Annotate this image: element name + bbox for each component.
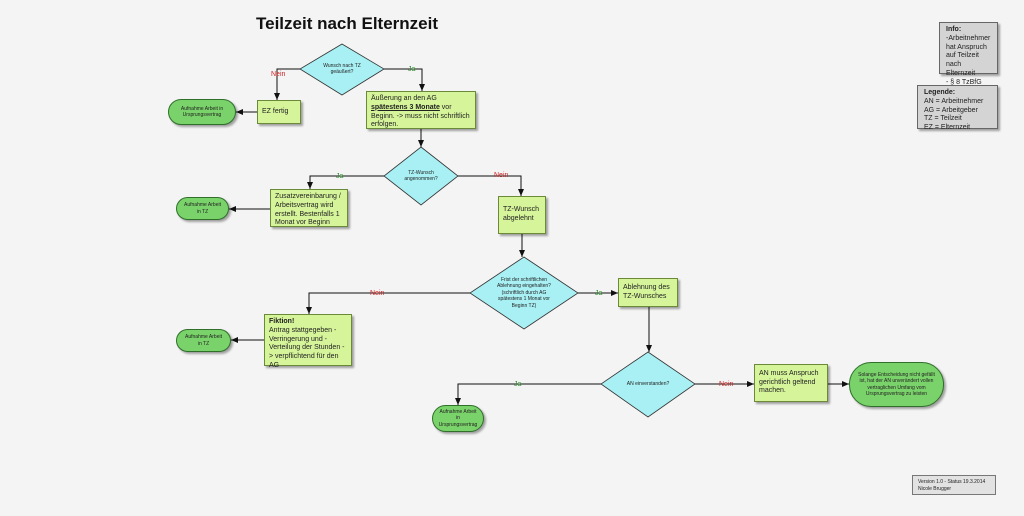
info-line: - § 8 TzBfG bbox=[946, 78, 982, 86]
edge-label-ja-d3: Ja bbox=[595, 290, 603, 297]
edge-label-nein-d4: Nein bbox=[719, 381, 734, 388]
edge-label-ja-d2: Ja bbox=[336, 173, 344, 180]
decision-text-frist: Frist der schriftlichen Ablehnung eingeh… bbox=[497, 276, 551, 309]
process-ez-fertig: EZ fertig bbox=[257, 100, 301, 124]
edge-label-ja-d4: Ja bbox=[514, 381, 522, 388]
process-ablehnung: Ablehnung des TZ-Wunsches bbox=[618, 278, 678, 307]
tz-abgelehnt-text: TZ-Wunsch abgelehnt bbox=[503, 206, 540, 222]
decision-text-angenommen: TZ-Wunsch angenommen? bbox=[404, 169, 438, 183]
info-heading: Info: bbox=[946, 26, 962, 33]
legend-line: TZ = Teilzeit bbox=[924, 115, 962, 123]
edge-d3-nein bbox=[306, 292, 470, 314]
process-fiktion: Fiktion! Antrag stattgegeben -Verringeru… bbox=[264, 314, 352, 369]
process-zusatzvereinbarung: Zusatzvereinbarung / Arbeitsvertrag wird… bbox=[270, 189, 348, 227]
version-box: Version 1.0 - Status 19.3.2014 Nicole Br… bbox=[912, 475, 996, 495]
ablehnung-text: Ablehnung des TZ-Wunsches bbox=[623, 283, 670, 300]
process-an-muss: AN muss Anspruch gerichtlich geltend mac… bbox=[754, 364, 828, 402]
fiktion-heading: Fiktion! bbox=[269, 318, 295, 325]
process-tz-abgelehnt: TZ-Wunsch abgelehnt bbox=[498, 196, 546, 234]
process-aeusserung: Äußerung an den AG spätestens 3 Monate v… bbox=[366, 91, 476, 129]
aeusserung-text: Äußerung an den AG bbox=[371, 95, 437, 102]
legend-line: AN = Arbeitnehmer bbox=[924, 97, 984, 105]
edge-d4-ja bbox=[455, 383, 601, 405]
decision-diamond-einverstanden bbox=[600, 351, 696, 418]
legend-line: AG = Arbeitgeber bbox=[924, 106, 978, 114]
decision-diamond-angenommen bbox=[383, 146, 459, 206]
decision-diamond-wunsch bbox=[299, 43, 385, 96]
legend-heading: Legende: bbox=[924, 89, 956, 96]
decision-diamond-frist bbox=[469, 256, 579, 330]
info-line: auf Teilzeit bbox=[946, 52, 979, 60]
terminal-ursprungsvertrag-1: Aufnahme Arbeit in Ursprungsvertrag bbox=[168, 99, 236, 125]
info-box: Info: -Arbeitnehmer hat Anspruch auf Tei… bbox=[939, 22, 998, 86]
fiktion-text: Antrag stattgegeben -Verringerung und - … bbox=[269, 326, 345, 369]
aeusserung-rest: vor Beginn. -> muss nicht schriftlich er… bbox=[371, 103, 470, 129]
aeusserung-deadline: spätestens 3 Monate bbox=[371, 103, 440, 111]
zusatz-text: Zusatzvereinbarung / Arbeitsvertrag wird… bbox=[275, 193, 341, 227]
decision-text-wunsch: Wunsch nach TZ geäußert? bbox=[323, 62, 361, 76]
edge-label-nein-d2: Nein bbox=[494, 172, 509, 179]
edge-label-ja-d1: Ja bbox=[408, 66, 416, 73]
legend-line: EZ = Elternzeit bbox=[924, 124, 971, 131]
info-line: nach Elternzeit bbox=[946, 61, 976, 77]
author-line: Nicole Brugger bbox=[918, 485, 952, 492]
decision-text-einverstanden: AN einverstanden? bbox=[626, 380, 670, 387]
edge-label-nein-d1: Nein bbox=[271, 71, 286, 78]
info-line: -Arbeitnehmer bbox=[946, 34, 991, 42]
edge-d1-nein bbox=[274, 68, 300, 100]
edge-d2-nein bbox=[458, 175, 524, 196]
terminal-ursprungsvertrag-2: Aufnahme Arbeit in Ursprungsvertrag bbox=[432, 405, 484, 432]
legend-box: Legende: AN = Arbeitnehmer AG = Arbeitge… bbox=[917, 85, 998, 131]
terminal-tz-1: Aufnahme Arbeit in TZ bbox=[176, 197, 229, 220]
info-line: hat Anspruch bbox=[946, 43, 987, 51]
edge-d1-ja bbox=[384, 68, 425, 91]
page-title: Teilzeit nach Elternzeit bbox=[256, 14, 439, 33]
process-ez-fertig-label: EZ fertig bbox=[262, 107, 289, 115]
edge-d2-ja bbox=[307, 175, 384, 189]
terminal-tz-2: Aufnahme Arbeit in TZ bbox=[176, 329, 231, 352]
terminal-solange: Solange Entscheidung nicht gefällt ist, … bbox=[849, 362, 944, 407]
an-muss-text: AN muss Anspruch gerichtlich geltend mac… bbox=[759, 369, 819, 395]
version-line: Version 1.0 - Status 19.3.2014 bbox=[918, 479, 986, 485]
edge-label-nein-d3: Nein bbox=[370, 290, 385, 297]
